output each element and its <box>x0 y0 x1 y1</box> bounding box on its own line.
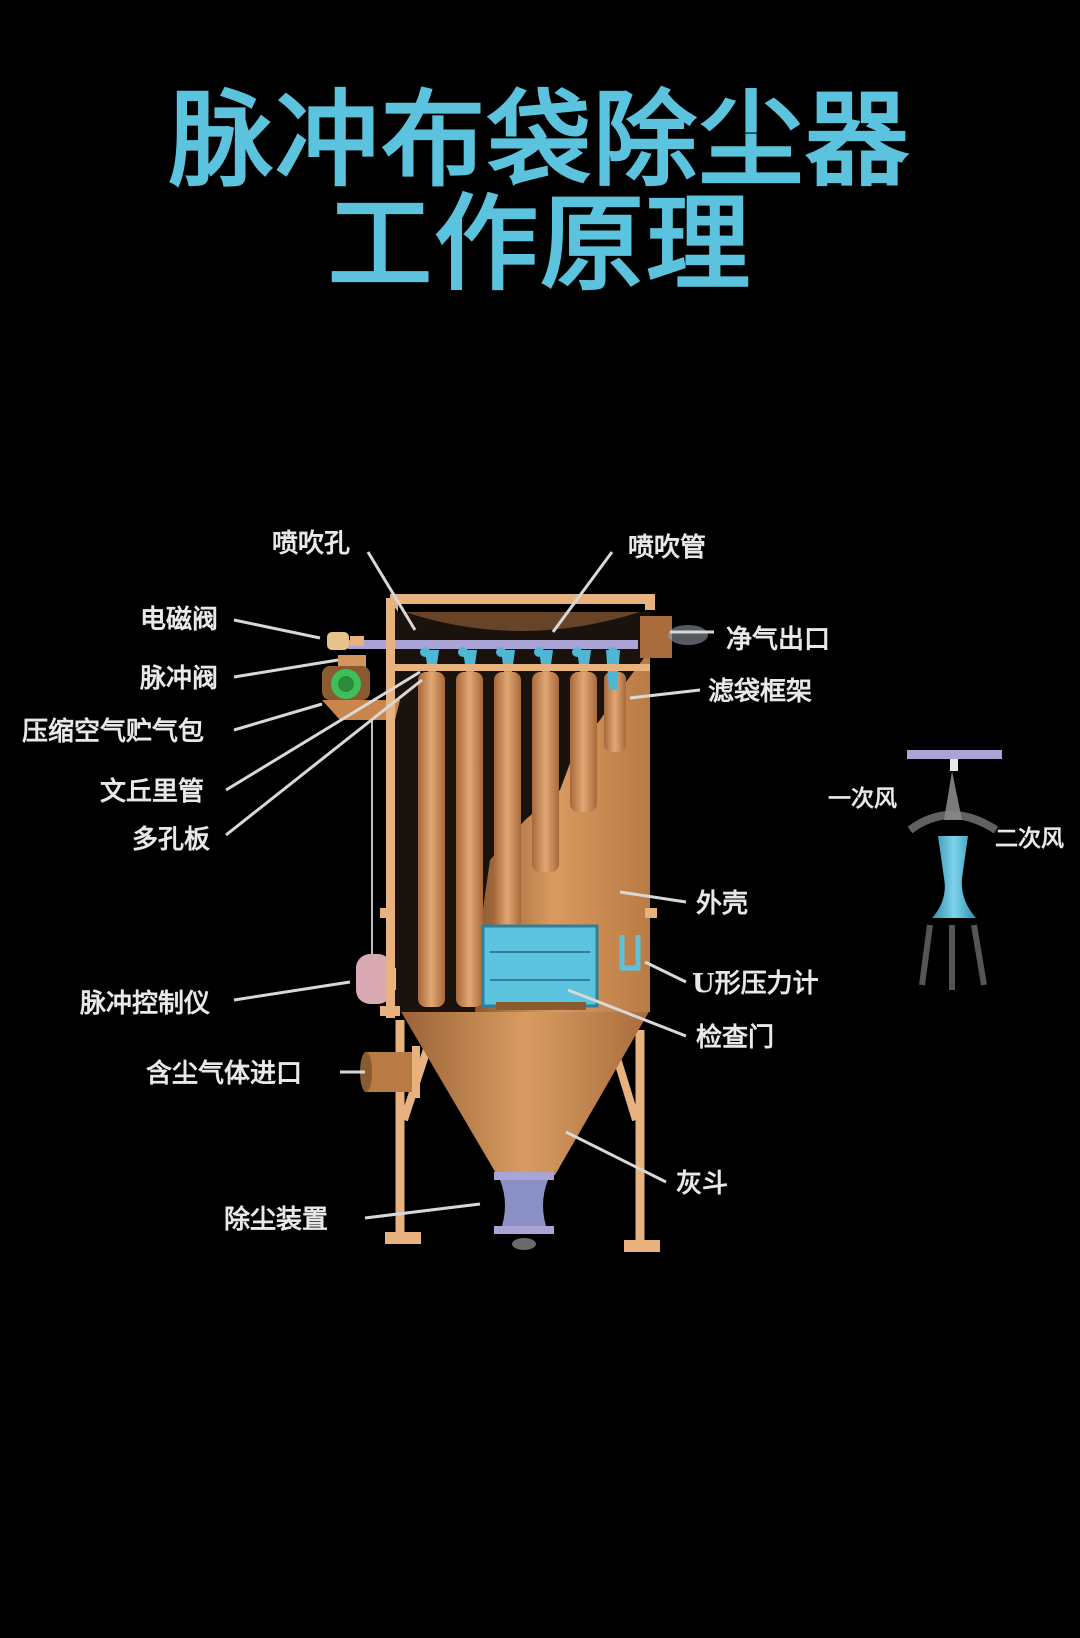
perforated-plate-bar <box>395 664 650 671</box>
label-ash-hopper: 灰斗 <box>676 1169 728 1199</box>
air-tank <box>322 666 400 720</box>
label-pulse-valve: 脉冲阀 <box>140 664 218 694</box>
label-dust-discharge: 除尘装置 <box>224 1204 328 1235</box>
label-venturi: 文丘里管 <box>100 776 204 807</box>
label-dusty-gas-inlet: 含尘气体进口 <box>146 1058 302 1089</box>
pulse-valve-body <box>338 655 366 669</box>
solenoid-valve <box>327 632 364 650</box>
dusty-gas-inlet-pipe <box>360 1046 420 1098</box>
label-u-manometer: U形压力计 <box>692 969 819 999</box>
clean-gas-outlet-pipe <box>640 616 672 658</box>
label-perforated-plate: 多孔板 <box>132 825 210 855</box>
ash-hopper-body <box>400 1010 650 1175</box>
leader-lines <box>225 551 714 1220</box>
label-shell: 外壳 <box>696 889 748 919</box>
label-bag-cage: 滤袋框架 <box>708 677 812 707</box>
label-clean-gas-outlet: 净气出口 <box>726 624 830 655</box>
label-spray-hole: 喷吹孔 <box>272 529 350 559</box>
label-primary-air: 一次风 <box>828 785 897 812</box>
title-line-1: 脉冲布袋除尘器 <box>168 79 911 201</box>
dust-discharge-device <box>494 1172 554 1250</box>
shell-frame-tabs <box>380 598 657 1018</box>
label-secondary-air: 二次风 <box>995 825 1064 852</box>
label-spray-pipe: 喷吹管 <box>628 533 706 563</box>
label-inspection-door: 检查门 <box>696 1022 774 1053</box>
spray-pipe <box>348 640 638 657</box>
u-manometer <box>619 935 641 971</box>
label-air-tank: 压缩空气贮气包 <box>22 716 204 747</box>
label-pulse-controller: 脉冲控制仪 <box>80 989 211 1019</box>
inspection-door <box>481 924 599 1010</box>
filter-bags <box>418 672 626 1007</box>
title-line-2: 工作原理 <box>327 183 752 305</box>
label-solenoid-valve: 电磁阀 <box>140 604 218 635</box>
venturi-nozzle-detail <box>907 750 1002 990</box>
top-cover <box>390 594 655 612</box>
